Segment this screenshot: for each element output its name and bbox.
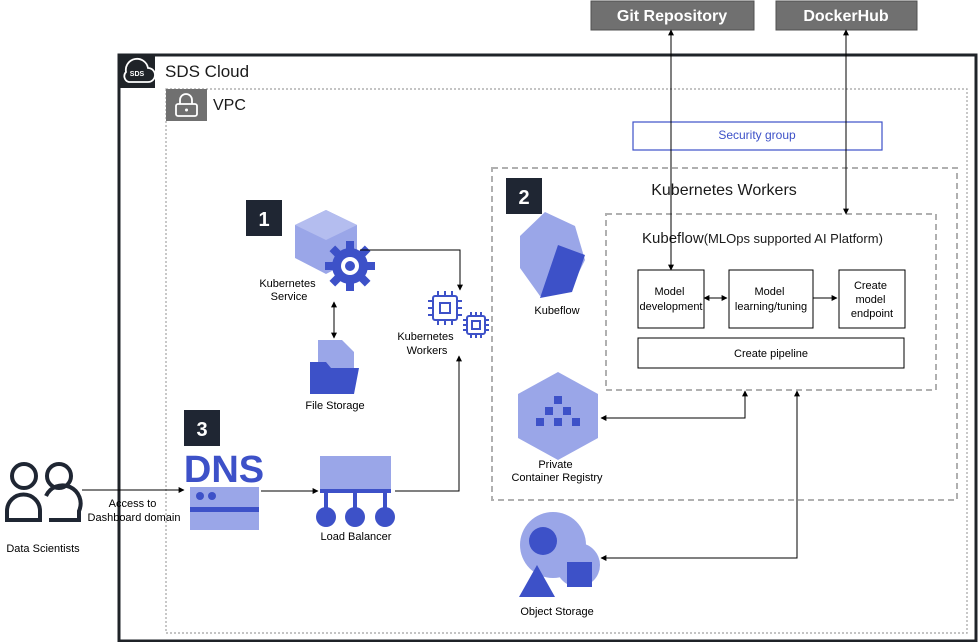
svg-text:Kubeflow(MLOps supported AI Pl: Kubeflow(MLOps supported AI Platform) [642, 230, 883, 247]
object-storage-connector [600, 390, 800, 561]
gear-icon [325, 241, 375, 291]
svg-text:Model learning/tuning: Model learning/tuning [735, 286, 807, 313]
badge-2: 2 [506, 178, 542, 214]
kubeflow-platform-box: Kubeflow(MLOps supported AI Platform) [605, 213, 937, 391]
dockerhub-label: DockerHub [803, 8, 889, 25]
connectors [82, 29, 849, 561]
cloud-badge-text: SDS [130, 71, 145, 78]
kubernetes-workers-group: Kubernetes Workers [491, 167, 958, 501]
step-create-endpoint: Create model endpoint [838, 269, 906, 329]
sds-cloud-container: SDS SDS Cloud [117, 53, 978, 642]
object-storage-icon [519, 512, 600, 597]
dns-icon: DNS [184, 449, 264, 530]
kubernetes-workers-label: Kubernetes Workers [397, 331, 456, 357]
cloud-title: SDS Cloud [165, 62, 249, 81]
users-icon [5, 462, 83, 522]
service-to-workers-connector [360, 249, 463, 291]
git-repository-box: Git Repository [590, 0, 755, 31]
svg-text:3: 3 [196, 419, 207, 441]
kubeflow-platform-title: Kubeflow [642, 230, 704, 247]
file-storage-label: File Storage [305, 400, 364, 412]
private-registry-label: Private Container Registry [511, 459, 603, 484]
lb-to-workers-connector [395, 355, 462, 492]
vpc-title: VPC [213, 97, 246, 114]
load-balancer-label: Load Balancer [321, 531, 392, 543]
load-balancer-icon [316, 456, 395, 527]
step-create-pipeline: Create pipeline [637, 337, 905, 369]
kubeflow-label: Kubeflow [534, 305, 579, 317]
step-model-learning: Model learning/tuning [728, 269, 814, 329]
registry-connector [600, 390, 748, 421]
badge-1: 1 [246, 200, 282, 236]
svg-text:1: 1 [258, 209, 269, 231]
security-group-label: Security group [718, 128, 796, 142]
svg-text:Create pipeline: Create pipeline [734, 348, 808, 360]
kubeflow-platform-subtitle: (MLOps supported AI Platform) [704, 231, 883, 246]
badge-3: 3 [184, 410, 220, 446]
kubernetes-service-label: Kubernetes Service [259, 278, 318, 303]
cloud-icon: SDS [123, 57, 156, 83]
dockerhub-box: DockerHub [775, 0, 918, 31]
git-repository-label: Git Repository [617, 8, 727, 25]
kubernetes-service-icon [295, 210, 375, 291]
chip-icon [428, 291, 489, 338]
access-label: Access to Dashboard domain [88, 498, 181, 524]
data-scientists-label: Data Scientists [6, 543, 80, 555]
svg-text:DNS: DNS [184, 449, 264, 491]
svg-text:Model development: Model development [640, 286, 703, 313]
svg-text:Create model endpo: Create model endpoint [851, 280, 893, 320]
vpc-container: VPC [165, 88, 968, 634]
lock-icon [175, 93, 198, 117]
security-group-box: Security group [632, 121, 883, 151]
container-registry-icon [518, 372, 598, 460]
folder-icon [310, 340, 359, 394]
step-model-development: Model development [637, 269, 705, 329]
kubeflow-icon [520, 212, 585, 298]
object-storage-label: Object Storage [520, 606, 593, 618]
kubernetes-workers-group-title: Kubernetes Workers [651, 182, 797, 199]
svg-text:2: 2 [518, 187, 529, 209]
